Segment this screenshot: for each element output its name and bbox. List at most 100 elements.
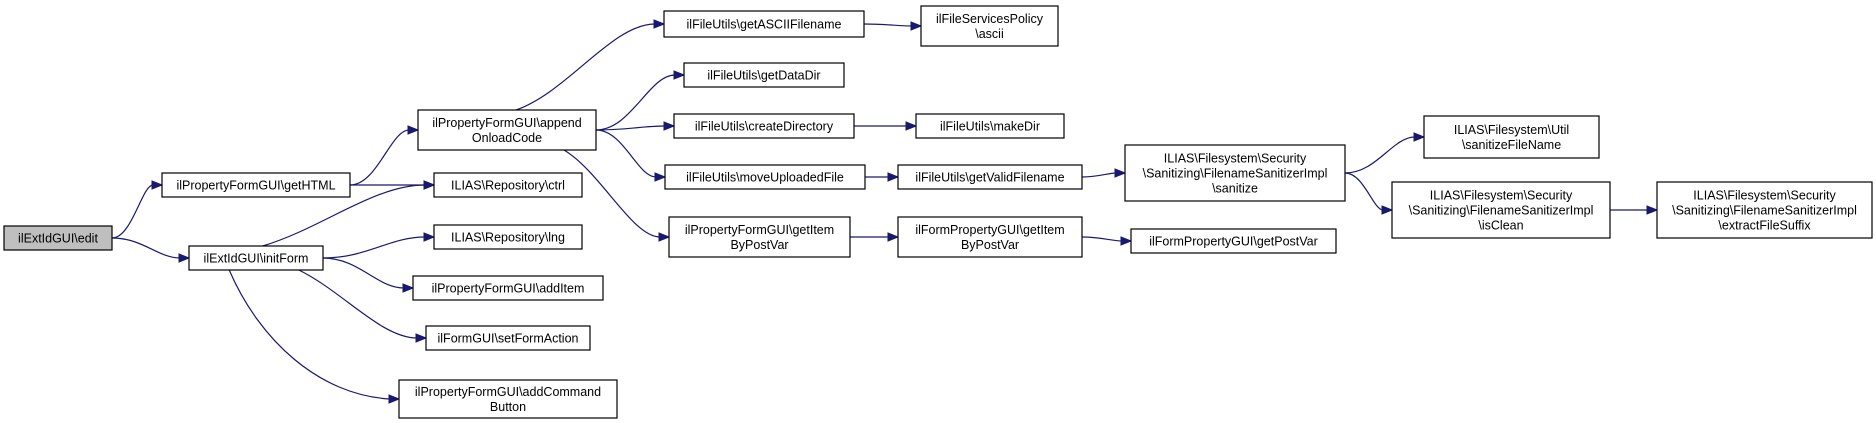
edge-n-gethtml-to-n-appendonload bbox=[349, 125, 420, 186]
edge-line bbox=[228, 269, 391, 400]
arrowhead bbox=[653, 19, 666, 29]
node-box[interactable] bbox=[161, 172, 351, 198]
node-box[interactable] bbox=[425, 325, 591, 351]
edge-n-moveuploaded-to-n-getvalidfilename bbox=[864, 172, 900, 182]
node-label: OnloadCode bbox=[472, 131, 542, 145]
node-box[interactable] bbox=[664, 164, 866, 190]
node-box[interactable] bbox=[897, 164, 1083, 190]
node-label: \ascii bbox=[975, 27, 1003, 41]
arrowhead bbox=[1646, 205, 1659, 215]
node-label: \extractFileSuffix bbox=[1718, 219, 1811, 233]
node-label: ilExtIdGUI\edit bbox=[18, 232, 98, 246]
node-ilfileutils-createdirectory[interactable]: ilFileUtils\createDirectory bbox=[673, 113, 855, 139]
edge-line bbox=[563, 149, 661, 238]
node-ilias-filesystem-security-sanitizing-filenamesanitizerimpl-isclean[interactable]: ILIAS\Filesystem\Security\Sanitizing\Fil… bbox=[1391, 181, 1611, 239]
edge-n-isclean-to-n-extractsuffix bbox=[1609, 205, 1659, 215]
node-ilfileutils-makedir[interactable]: ilFileUtils\makeDir bbox=[915, 113, 1065, 139]
node-ilias-filesystem-util-sanitizefilename[interactable]: ILIAS\Filesystem\Util\sanitizeFileName bbox=[1423, 115, 1600, 159]
node-box[interactable] bbox=[417, 109, 597, 151]
node-box[interactable] bbox=[1130, 228, 1337, 254]
node-box[interactable] bbox=[188, 245, 324, 271]
arrowhead bbox=[423, 180, 436, 190]
edge-n-appendonload-to-n-pfggetitem bbox=[563, 149, 671, 242]
edge-line bbox=[349, 129, 410, 186]
edge-n-initform-to-n-ctrl bbox=[262, 180, 436, 247]
edge-line bbox=[298, 269, 418, 339]
node-ilformpropertygui-getpostvar[interactable]: ilFormPropertyGUI\getPostVar bbox=[1130, 228, 1337, 254]
node-box[interactable] bbox=[683, 62, 845, 88]
node-box[interactable] bbox=[673, 113, 855, 139]
node-label: ILIAS\Filesystem\Security bbox=[1430, 189, 1573, 203]
node-box[interactable] bbox=[412, 275, 604, 301]
edge-line bbox=[595, 125, 666, 131]
node-box[interactable] bbox=[1656, 181, 1873, 239]
node-label: ilFormGUI\setFormAction bbox=[438, 332, 579, 346]
node-ilfileutils-moveuploadedfile[interactable]: ilFileUtils\moveUploadedFile bbox=[664, 164, 866, 190]
node-ilextidgui-initform[interactable]: ilExtIdGUI\initForm bbox=[188, 245, 324, 271]
arrowhead bbox=[658, 232, 671, 242]
node-label: \Sanitizing\FilenameSanitizerImpl bbox=[1143, 167, 1328, 181]
node-label: ByPostVar bbox=[730, 238, 788, 252]
node-label: ilFileServicesPolicy bbox=[936, 12, 1044, 26]
node-ilfileservicespolicy-ascii[interactable]: ilFileServicesPolicy\ascii bbox=[920, 5, 1059, 47]
node-box[interactable] bbox=[3, 225, 113, 251]
arrowhead bbox=[663, 121, 676, 131]
node-ilformgui-setformaction[interactable]: ilFormGUI\setFormAction bbox=[425, 325, 591, 351]
edge-line bbox=[595, 74, 676, 131]
edge-line bbox=[1344, 136, 1416, 174]
node-box[interactable] bbox=[915, 113, 1065, 139]
edge-line bbox=[515, 23, 656, 111]
node-box[interactable] bbox=[433, 172, 583, 198]
node-label: ilFileUtils\makeDir bbox=[940, 120, 1040, 134]
edge-n-initform-to-n-addcommandbutton bbox=[228, 269, 401, 404]
node-box[interactable] bbox=[398, 379, 618, 419]
edge-line bbox=[863, 23, 913, 27]
edges-layer bbox=[111, 19, 1659, 404]
node-label: ilPropertyFormGUI\addItem bbox=[432, 282, 585, 296]
arrowhead bbox=[1114, 168, 1127, 178]
edge-n-appendonload-to-n-getascii bbox=[515, 19, 666, 111]
node-label: ilPropertyFormGUI\append bbox=[432, 116, 581, 130]
node-label: ILIAS\Repository\ctrl bbox=[451, 179, 565, 193]
edge-n-getvalidfilename-to-n-sanitize bbox=[1081, 168, 1127, 178]
node-box[interactable] bbox=[668, 216, 851, 258]
node-ilextidgui-edit[interactable]: ilExtIdGUI\edit bbox=[3, 225, 113, 251]
node-ilias-repository-ctrl[interactable]: ILIAS\Repository\ctrl bbox=[433, 172, 583, 198]
node-label: ilPropertyFormGUI\getItem bbox=[685, 223, 834, 237]
arrowhead bbox=[1120, 236, 1133, 246]
node-box[interactable] bbox=[1423, 115, 1600, 159]
node-label: ilFormPropertyGUI\getItem bbox=[915, 223, 1064, 237]
node-label: \isClean bbox=[1478, 219, 1523, 233]
node-ilfileutils-getasciifilename[interactable]: ilFileUtils\getASCIIFilename bbox=[663, 10, 865, 38]
edge-line bbox=[322, 236, 426, 259]
node-ilias-filesystem-security-sanitizing-filenamesanitizerimpl-sanitize[interactable]: ILIAS\Filesystem\Security\Sanitizing\Fil… bbox=[1124, 144, 1346, 202]
node-box[interactable] bbox=[1391, 181, 1611, 239]
node-box[interactable] bbox=[897, 216, 1083, 258]
node-ilias-filesystem-security-sanitizing-filenamesanitizerimpl-extractfilesuffix[interactable]: ILIAS\Filesystem\Security\Sanitizing\Fil… bbox=[1656, 181, 1873, 239]
node-ilpropertyformgui-additem[interactable]: ilPropertyFormGUI\addItem bbox=[412, 275, 604, 301]
node-ilias-repository-lng[interactable]: ILIAS\Repository\lng bbox=[433, 224, 583, 250]
node-label: \sanitizeFileName bbox=[1462, 138, 1561, 152]
node-box[interactable] bbox=[1124, 144, 1346, 202]
edge-line bbox=[322, 257, 405, 289]
node-box[interactable] bbox=[663, 10, 865, 38]
edge-n-initform-to-n-additem bbox=[322, 257, 415, 293]
node-label: ilFileUtils\createDirectory bbox=[695, 120, 834, 134]
node-box[interactable] bbox=[433, 224, 583, 250]
edge-n-sanitize-to-n-sanitizefilename bbox=[1344, 132, 1426, 174]
node-box[interactable] bbox=[920, 5, 1059, 47]
node-label: ilFileUtils\moveUploadedFile bbox=[686, 171, 844, 185]
node-ilfileutils-getvalidfilename[interactable]: ilFileUtils\getValidFilename bbox=[897, 164, 1083, 190]
node-ilpropertyformgui-gethtml[interactable]: ilPropertyFormGUI\getHTML bbox=[161, 172, 351, 198]
arrowhead bbox=[905, 121, 918, 131]
arrowhead bbox=[178, 253, 191, 263]
node-ilfileutils-getdatadir[interactable]: ilFileUtils\getDataDir bbox=[683, 62, 845, 88]
node-label: ilFileUtils\getDataDir bbox=[707, 69, 820, 83]
node-label: \sanitize bbox=[1212, 182, 1258, 196]
edge-line bbox=[111, 237, 181, 259]
node-label: ILIAS\Filesystem\Util bbox=[1454, 123, 1569, 137]
